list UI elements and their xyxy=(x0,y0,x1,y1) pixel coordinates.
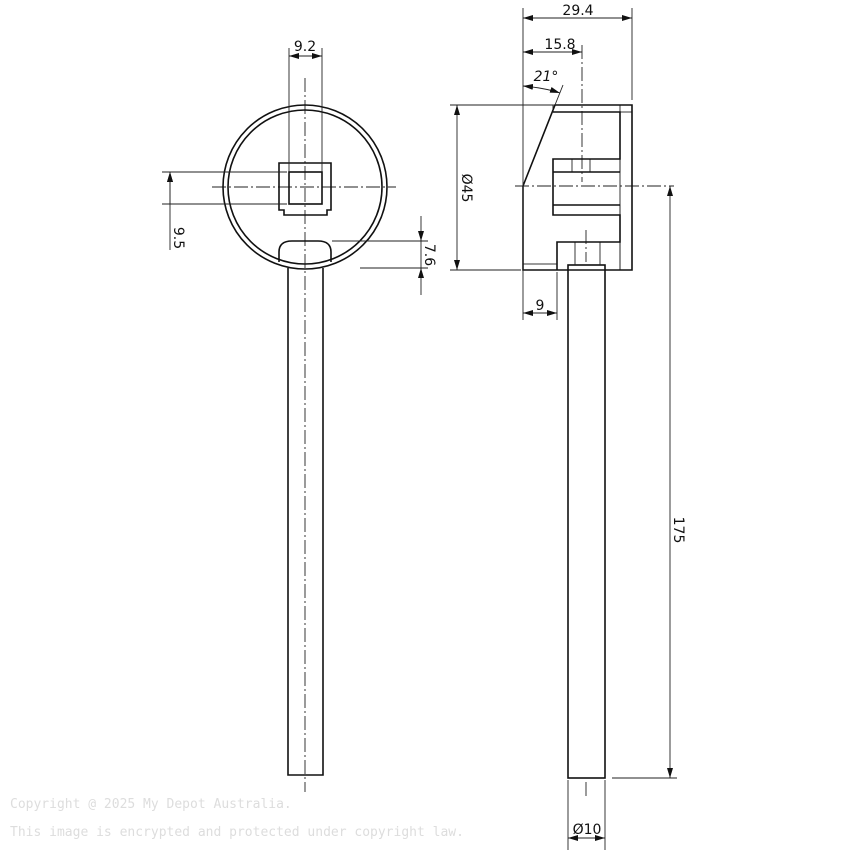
side-rod xyxy=(567,264,606,779)
dim-15-8: 15.8 xyxy=(544,37,575,53)
watermark-line-2: This image is encrypted and protected un… xyxy=(10,825,464,840)
dim-175: 175 xyxy=(670,517,686,544)
dim-diameter-10: Ø10 xyxy=(573,822,602,838)
body-outline xyxy=(522,104,633,271)
square-boss xyxy=(278,162,332,216)
side-view: 29.4 15.8 21° Ø45 9 175 Ø10 xyxy=(450,3,686,850)
outer-ring xyxy=(222,104,388,270)
body-cavity xyxy=(552,111,621,270)
dim-29-4: 29.4 xyxy=(562,3,593,19)
dim-diameter-45: Ø45 xyxy=(458,174,474,203)
handle-rod xyxy=(287,268,324,776)
dim-21-deg: 21° xyxy=(534,69,559,85)
front-view: 9.2 9.5 7.6 xyxy=(162,39,437,792)
inner-ring xyxy=(227,109,383,265)
square-socket xyxy=(288,171,323,205)
dim-9: 9 xyxy=(536,298,545,314)
rod-slot xyxy=(278,240,332,262)
watermark-line-1: Copyright @ 2025 My Depot Australia. xyxy=(10,797,292,812)
dim-7-6: 7.6 xyxy=(421,244,437,266)
dim-9-5: 9.5 xyxy=(170,227,186,249)
dim-9-2: 9.2 xyxy=(294,39,316,55)
